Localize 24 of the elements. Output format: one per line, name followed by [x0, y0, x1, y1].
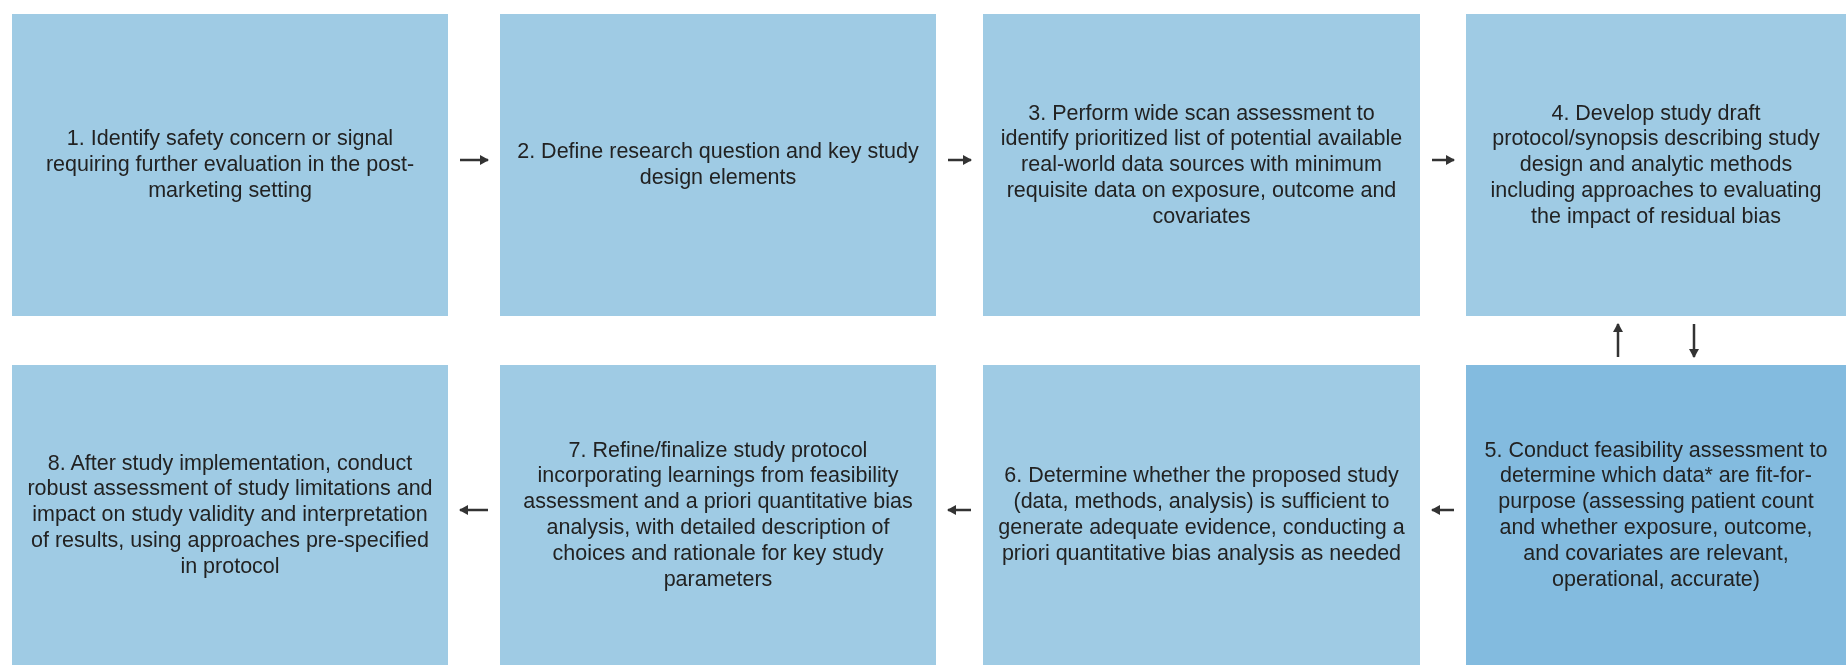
process-box [12, 14, 448, 316]
step-text: 7. Refine/finalize study protocol incorporating learnings from feasibility assessment and a priori quantitative bias analysis, with detailed description of choices and rationale for key study parameters [522, 437, 914, 593]
step-text: 5. Conduct feasibility assessment to determine which data* are fit-for-purpose (assessing patient count and whether exposure, outcome, and covariates are relevant, operational, accurate) [1483, 437, 1829, 593]
arrow [947, 505, 971, 515]
step-text: 6. Determine whether the proposed study (data, methods, analysis) is sufficient to generate adequate evidence, conducting a priori quantitative bias analysis as needed [997, 463, 1406, 567]
step-text: 3. Perform wide scan assessment to identify prioritized list of potential available real-world data sources with minimum requisite data on exposure, outcome and covariates [999, 100, 1404, 230]
arrow [1613, 323, 1623, 357]
step-text: 4. Develop study draft protocol/synopsis describing study design and analytic methods including approaches to evaluating the impact of residual bias [1489, 100, 1823, 230]
step-text: 8. After study implementation, conduct robust assessment of study limitations and impact on study validity and interpretation of results, using approaches pre-specified in protocol [26, 450, 434, 580]
arrow [1432, 155, 1455, 165]
process-box [983, 14, 1420, 316]
process-box [500, 14, 936, 316]
arrow [459, 505, 488, 515]
step-text: 2. Define research question and key study design elements [516, 139, 920, 191]
process-box [500, 365, 936, 665]
arrow [460, 155, 489, 165]
arrow [1431, 505, 1454, 515]
process-box [1466, 14, 1846, 316]
arrow [1689, 324, 1699, 358]
process-box [12, 365, 448, 665]
arrow [948, 155, 972, 165]
step-text: 1. Identify safety concern or signal requiring further evaluation in the post-marketing setting [44, 126, 416, 204]
process-box [983, 365, 1420, 665]
process-box [1466, 365, 1846, 665]
